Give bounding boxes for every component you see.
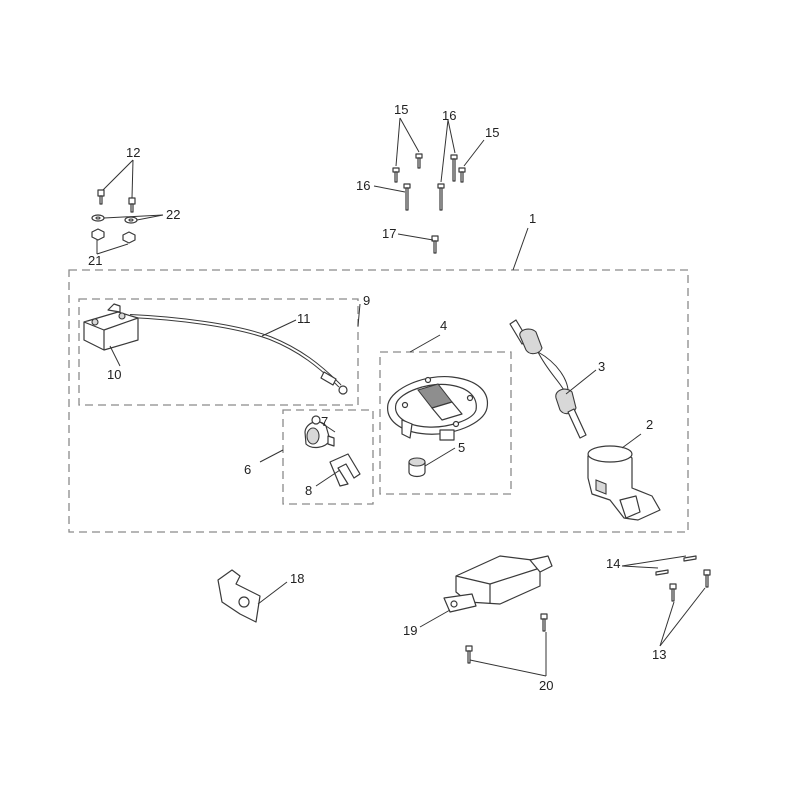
callout-9: 9 [363,293,370,308]
latch-mechanism-part-10 [83,303,139,351]
callout-10: 10 [107,367,121,382]
clip-part-8 [329,453,361,487]
group-box-6-lock [282,409,374,505]
screws-part-15 [392,153,466,183]
callout-4: 4 [440,318,447,333]
callout-1: 1 [529,211,536,226]
screws-part-13 [669,569,711,602]
leader-lines [96,117,706,677]
callout-21: 21 [88,253,102,268]
callout-18: 18 [290,571,304,586]
pins-part-14 [655,555,697,576]
callout-14: 14 [606,556,620,571]
callout-6: 6 [244,462,251,477]
group-box-1-kit [68,269,689,533]
lock-barrel-part-7 [304,415,335,449]
module-part-19 [443,555,553,613]
release-cable-part-11 [129,314,348,395]
keys-part-3 [509,319,587,439]
callout-19: 19 [403,623,417,638]
callout-2: 2 [646,417,653,432]
callout-labels: 1 2 3 4 5 6 7 8 9 10 11 12 13 14 15 15 1… [88,102,666,693]
callout-5: 5 [458,440,465,455]
callout-15-left: 15 [394,102,408,117]
callout-16-top: 16 [442,108,456,123]
callout-20: 20 [539,678,553,693]
group-box-4-fuel-cap [379,351,512,495]
callout-12: 12 [126,145,140,160]
fuel-cap-part-4 [387,376,489,441]
callout-8: 8 [305,483,312,498]
screw-part-17 [431,235,439,254]
screws-part-16 [403,154,458,211]
callout-3: 3 [598,359,605,374]
plug-part-5 [408,457,426,478]
callout-11: 11 [297,311,311,326]
callout-15-right: 15 [485,125,499,140]
bolts-part-12 [97,189,136,213]
callout-16-left: 16 [356,178,370,193]
callout-17: 17 [382,226,396,241]
callout-13: 13 [652,647,666,662]
bracket-part-18 [217,569,261,623]
screws-part-20 [465,613,548,664]
nuts-part-21 [91,228,136,244]
group-box-9-cable [78,298,359,406]
callout-22: 22 [166,207,180,222]
ignition-switch-part-2 [587,445,661,521]
callout-7: 7 [321,414,328,429]
